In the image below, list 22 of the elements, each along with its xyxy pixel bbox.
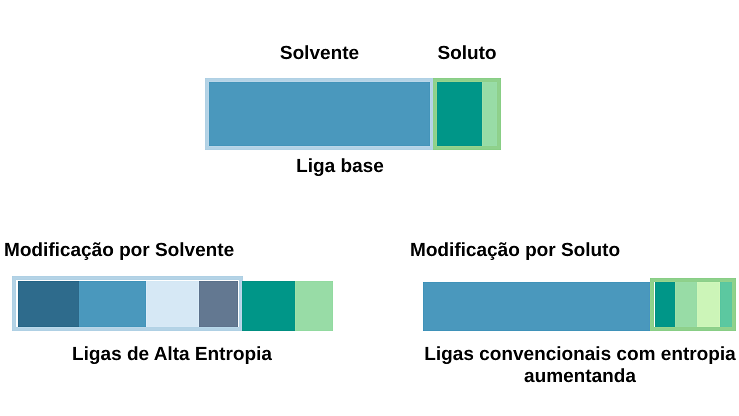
caption-text: Liga base — [295, 156, 385, 178]
caption-text: Modificação por Solvente — [4, 240, 236, 262]
bar-segment — [655, 282, 675, 327]
bar-segment — [295, 281, 333, 331]
bar-segment — [720, 282, 732, 327]
caption-text: Ligas convencionais com entropia aumentanda — [423, 344, 737, 388]
bar-segment — [146, 281, 199, 327]
bar-segment — [18, 281, 79, 327]
bar-segment — [437, 82, 482, 146]
bar-group — [12, 276, 243, 331]
caption-text: Modificação por Soluto — [410, 240, 622, 262]
bar-segment — [199, 281, 238, 327]
bar-segment — [242, 281, 295, 331]
bar-segment — [482, 82, 497, 146]
component-heading: Solvente — [280, 42, 360, 66]
bar-segment — [79, 281, 146, 327]
bar-group — [650, 278, 736, 331]
component-heading: Soluto — [437, 42, 497, 66]
caption-text: Ligas de Alta Entropia — [71, 344, 273, 366]
bar-segment — [697, 282, 720, 327]
bar-segment — [423, 282, 651, 331]
bar-segment — [675, 282, 697, 327]
